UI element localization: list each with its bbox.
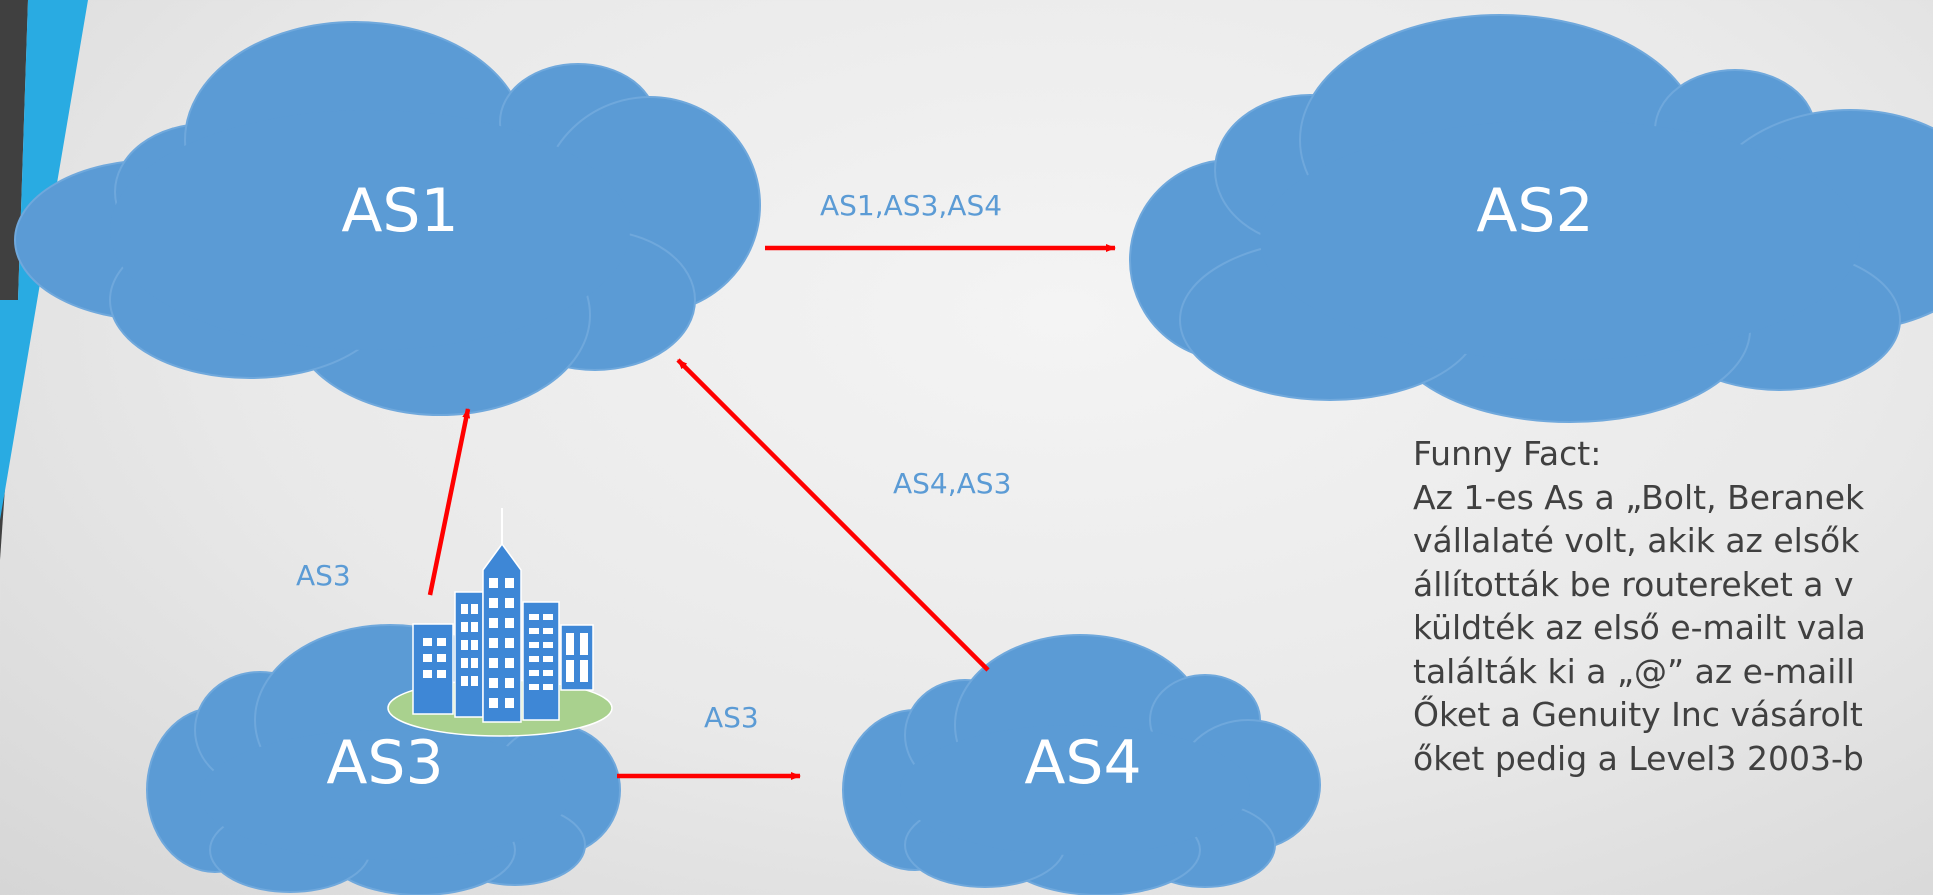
fun-fact-line: küldték az első e-mailt vala [1413, 608, 1866, 647]
fun-fact-line: Őket a Genuity Inc vásárolt [1413, 695, 1863, 734]
edge-label-as4-to-as1: AS4,AS3 [893, 467, 1012, 500]
fun-fact-line: Az 1-es As a „Bolt, Beranek [1413, 477, 1865, 517]
fun-fact-text: Funny Fact: Az 1-es As a „Bolt, Beranek … [1413, 432, 1933, 780]
edge-label-as3-to-as4: AS3 [704, 701, 759, 734]
arrow-as3-to-as1 [427, 408, 471, 596]
edge-label-as1-to-as2: AS1,AS3,AS4 [820, 189, 1003, 222]
as4-label: AS4 [1024, 728, 1142, 798]
fun-fact-line: vállalaté volt, akik az elsők [1413, 521, 1860, 560]
fun-fact-line: állították be routereket a v [1413, 564, 1854, 604]
fun-fact-title: Funny Fact: [1413, 434, 1602, 473]
cloud-as4 [842, 634, 1321, 895]
as2-label: AS2 [1476, 176, 1594, 246]
fun-fact-line: találták ki a „@” az e-maill [1413, 651, 1855, 691]
city-buildings-icon [387, 508, 613, 737]
as1-label: AS1 [341, 176, 459, 246]
as3-label: AS3 [326, 728, 444, 798]
arrow-as4-to-as1 [676, 358, 990, 672]
fun-fact-line: őket pedig a Level3 2003-b [1413, 738, 1864, 778]
edge-label-as3-to-as1: AS3 [296, 559, 351, 592]
cloud-as1 [14, 21, 761, 416]
cloud-as2 [1129, 14, 1933, 423]
